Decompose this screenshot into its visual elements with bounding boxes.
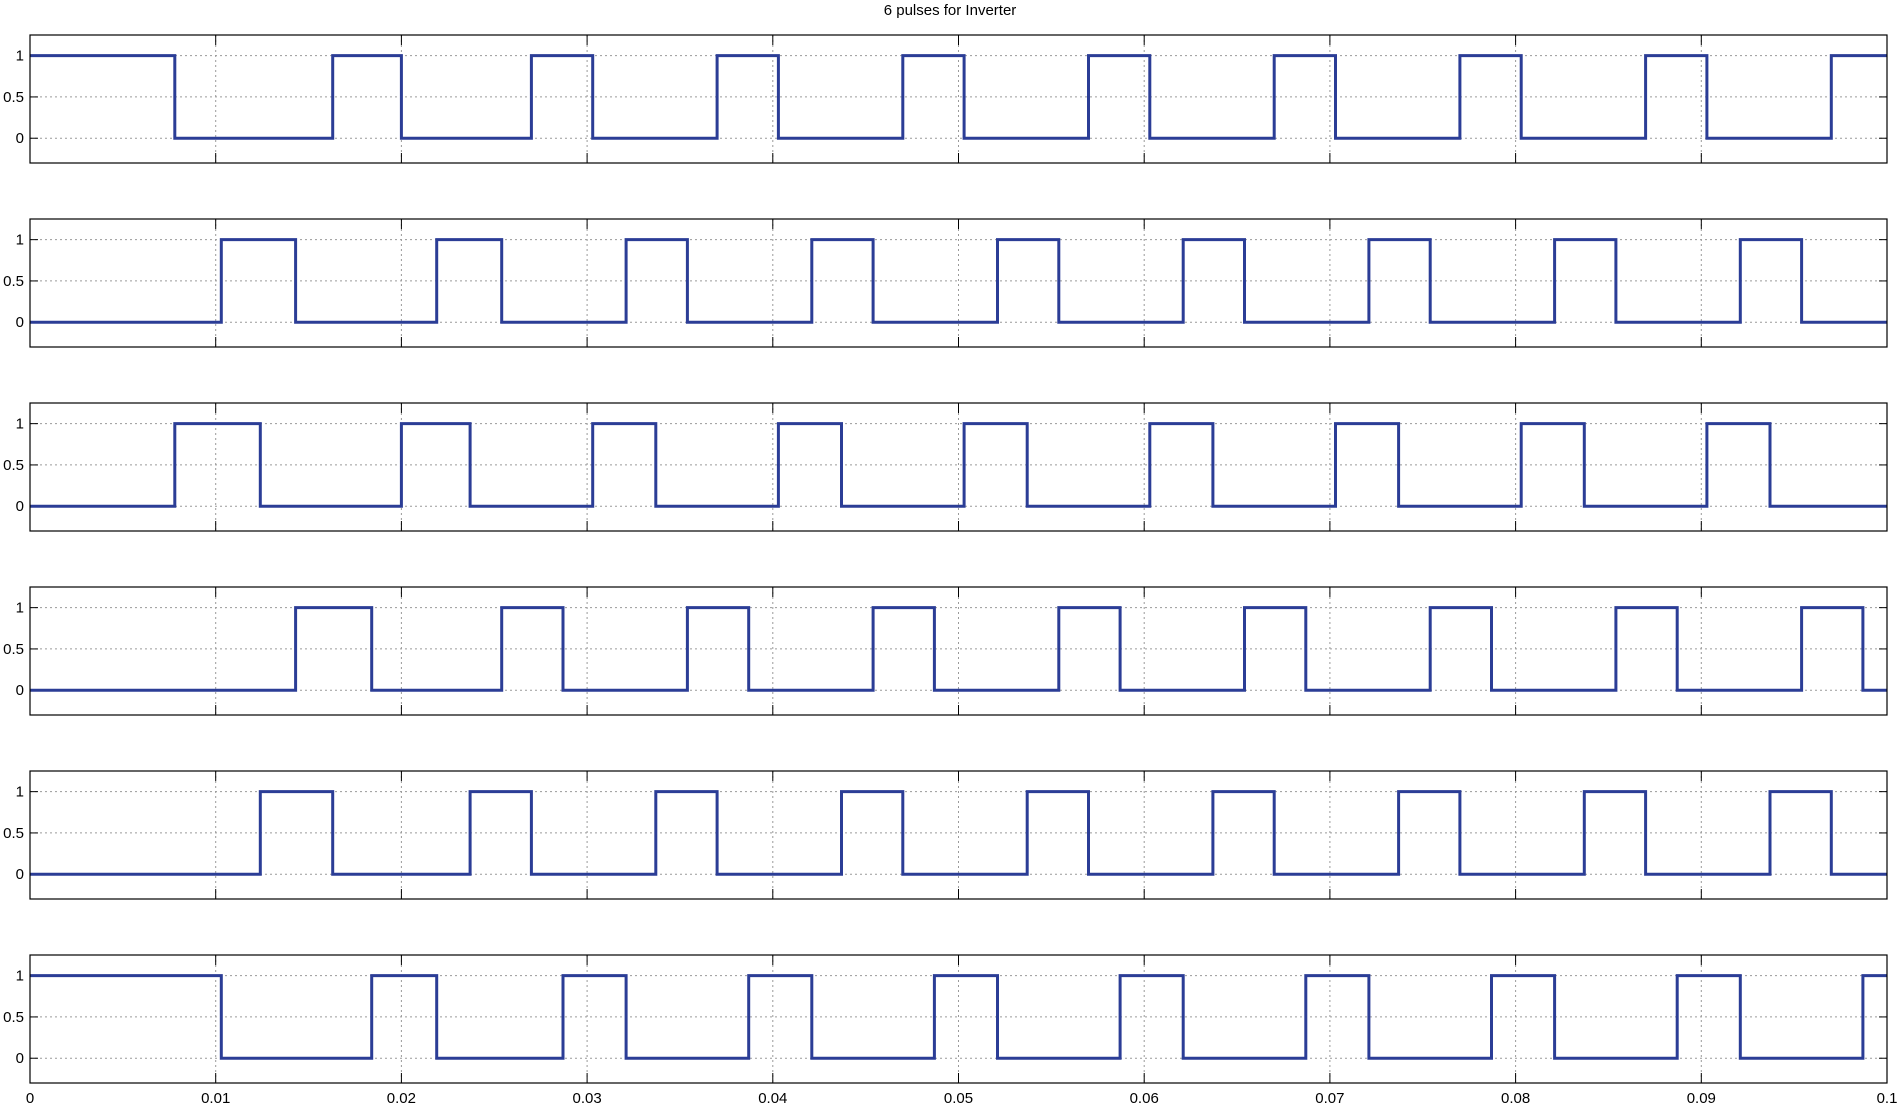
xtick-label: 0 — [26, 1090, 34, 1107]
subplot-5-ytick-label: 0 — [16, 866, 24, 883]
subplot-4-ytick-label: 1 — [16, 600, 24, 617]
subplot-2-frame — [29, 218, 1888, 348]
subplot-6-frame — [29, 954, 1888, 1084]
subplot-1-frame — [29, 34, 1888, 164]
subplot-5-ytick-label: 1 — [16, 784, 24, 801]
subplot-3-background — [30, 403, 1887, 531]
subplot-3-frame — [29, 402, 1888, 532]
xtick-label: 0.05 — [944, 1090, 973, 1107]
subplot-3-ytick-label: 0.5 — [3, 457, 24, 474]
subplot-3-pulse-line — [30, 422, 1887, 508]
xtick-label: 0.1 — [1877, 1090, 1898, 1107]
subplot-1-ytick-label: 1 — [16, 48, 24, 65]
subplot-6-ytick-label: 0 — [16, 1050, 24, 1067]
subplot-3-ytick-label: 0 — [16, 498, 24, 515]
subplot-2-pulse-line — [30, 238, 1887, 324]
xtick-label: 0.01 — [201, 1090, 230, 1107]
subplot-5-frame — [29, 770, 1888, 900]
xtick-label: 0.09 — [1687, 1090, 1716, 1107]
chart-title: 6 pulses for Inverter — [883, 2, 1017, 19]
subplot-4-ytick-label: 0 — [16, 682, 24, 699]
xtick-label: 0.02 — [387, 1090, 416, 1107]
xtick-label: 0.03 — [572, 1090, 601, 1107]
subplot-6-pulse-line — [30, 974, 1887, 1060]
subplot-1-pulse-line — [30, 54, 1887, 140]
subplot-4-pulse-line — [30, 606, 1887, 692]
subplot-2-ytick-label: 0.5 — [3, 273, 24, 290]
subplot-4-ytick-label: 0.5 — [3, 641, 24, 658]
subplot-1-ytick-label: 0 — [16, 130, 24, 147]
xtick-label: 0.04 — [758, 1090, 787, 1107]
xtick-label: 0.07 — [1315, 1090, 1344, 1107]
xtick-label: 0.08 — [1501, 1090, 1530, 1107]
subplot-4-frame — [29, 586, 1888, 716]
subplot-3-ytick-label: 1 — [16, 416, 24, 433]
subplot-2-ytick-label: 0 — [16, 314, 24, 331]
subplot-6-ytick-label: 0.5 — [3, 1009, 24, 1026]
subplot-2-ytick-label: 1 — [16, 232, 24, 249]
subplot-5-ytick-label: 0.5 — [3, 825, 24, 842]
subplot-5-pulse-line — [30, 790, 1887, 876]
xtick-label: 0.06 — [1130, 1090, 1159, 1107]
subplot-6-ytick-label: 1 — [16, 968, 24, 985]
subplot-1-ytick-label: 0.5 — [3, 89, 24, 106]
